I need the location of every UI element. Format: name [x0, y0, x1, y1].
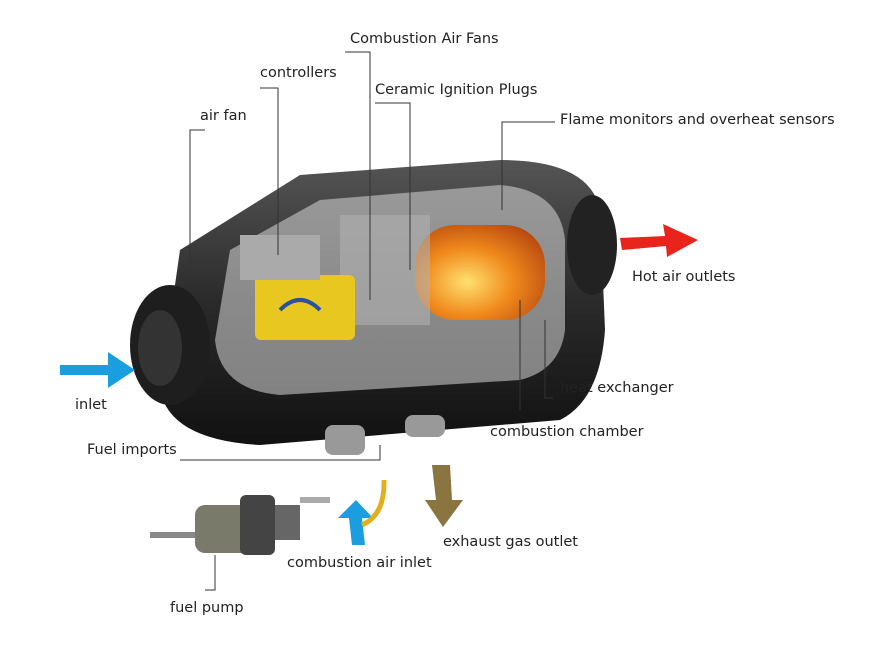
- label-inlet: inlet: [75, 397, 107, 413]
- label-combustion-air-inlet: combustion air inlet: [287, 555, 432, 571]
- hot-air-arrow: [620, 224, 698, 257]
- air-inlet-tube: [360, 479, 387, 528]
- label-combustion-chamber: combustion chamber: [490, 424, 644, 440]
- label-fuel-imports: Fuel imports: [87, 442, 177, 458]
- exhaust-arrow: [425, 465, 463, 527]
- label-flame-monitors: Flame monitors and overheat sensors: [560, 112, 835, 128]
- label-fuel-pump: fuel pump: [170, 600, 244, 616]
- combustion-air-arrow: [338, 500, 373, 545]
- label-ceramic-ignition-plugs: Ceramic Ignition Plugs: [375, 82, 538, 98]
- label-exhaust-gas-outlet: exhaust gas outlet: [443, 534, 578, 550]
- inlet-arrow: [60, 352, 135, 388]
- label-controllers: controllers: [260, 65, 337, 81]
- combustion-chamber-illustration: [340, 215, 545, 325]
- label-combustion-air-fans: Combustion Air Fans: [350, 31, 499, 47]
- label-hot-air-outlets: Hot air outlets: [632, 269, 736, 285]
- fuel-pump-illustration: [150, 495, 330, 555]
- leader-lines: [180, 51, 555, 591]
- controller-illustration: [240, 235, 355, 340]
- label-air-fan: air fan: [200, 108, 247, 124]
- label-heat-exchanger: heat exchanger: [560, 380, 674, 396]
